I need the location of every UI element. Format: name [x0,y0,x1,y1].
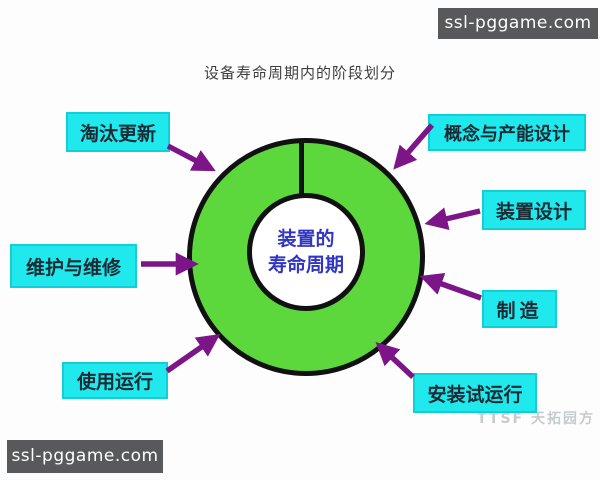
arrow-plant-design [424,207,481,230]
watermark-bottom-left: ssl-pggame.com [7,440,163,473]
watermark-top-right: ssl-pggame.com [438,8,598,39]
ring-divider-line [299,140,304,196]
watermark-faint-logo: TTSF 天拓园方 [477,411,595,427]
arrow-obsolete-renewal [166,143,216,172]
arrow-installation [375,341,415,380]
label-maintenance-repair: 维护与维修 [10,244,137,288]
label-obsolete-renewal: 淘汰更新 [66,112,170,152]
arrow-usage-operation [165,333,221,374]
arrow-manufacturing [419,272,482,301]
center-label-line2: 寿命周期 [267,254,344,276]
label-concept-capacity-design: 概念与产能设计 [428,114,586,151]
label-plant-design: 装置设计 [482,190,586,230]
diagram-title: 设备寿命周期内的阶段划分 [203,64,396,82]
label-usage-operation: 使用运行 [62,362,168,399]
center-circle: 装置的 寿命周期 [247,193,365,311]
label-installation-trial-run: 安装试运行 [413,373,537,413]
center-label-line1: 装置的 [277,228,335,250]
label-manufacturing: 制造 [482,290,557,328]
